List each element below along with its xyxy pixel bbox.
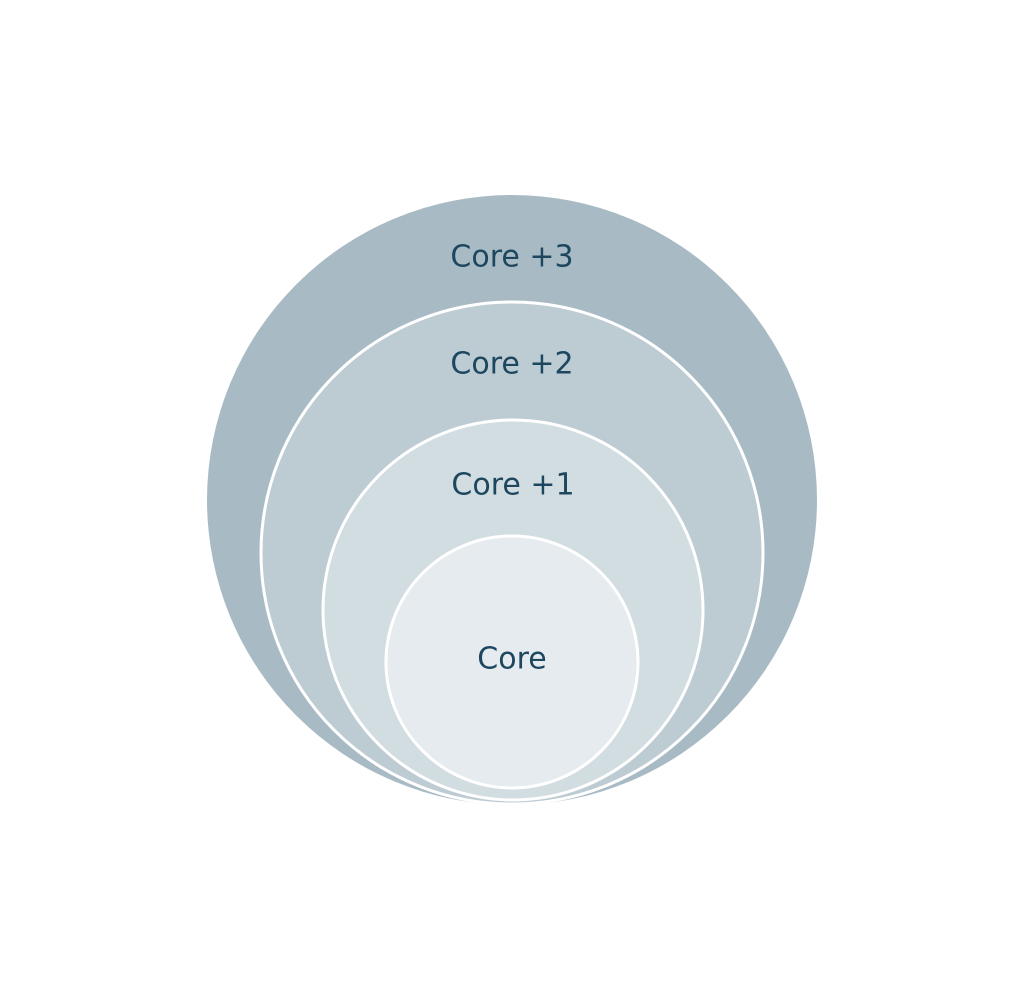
- circle-core: [384, 534, 640, 790]
- label-core-plus-2: Core +2: [450, 347, 573, 382]
- layer-core: [384, 534, 640, 790]
- label-core: Core: [477, 642, 546, 677]
- label-core-plus-3: Core +3: [450, 240, 573, 275]
- label-core-plus-1: Core +1: [451, 468, 574, 503]
